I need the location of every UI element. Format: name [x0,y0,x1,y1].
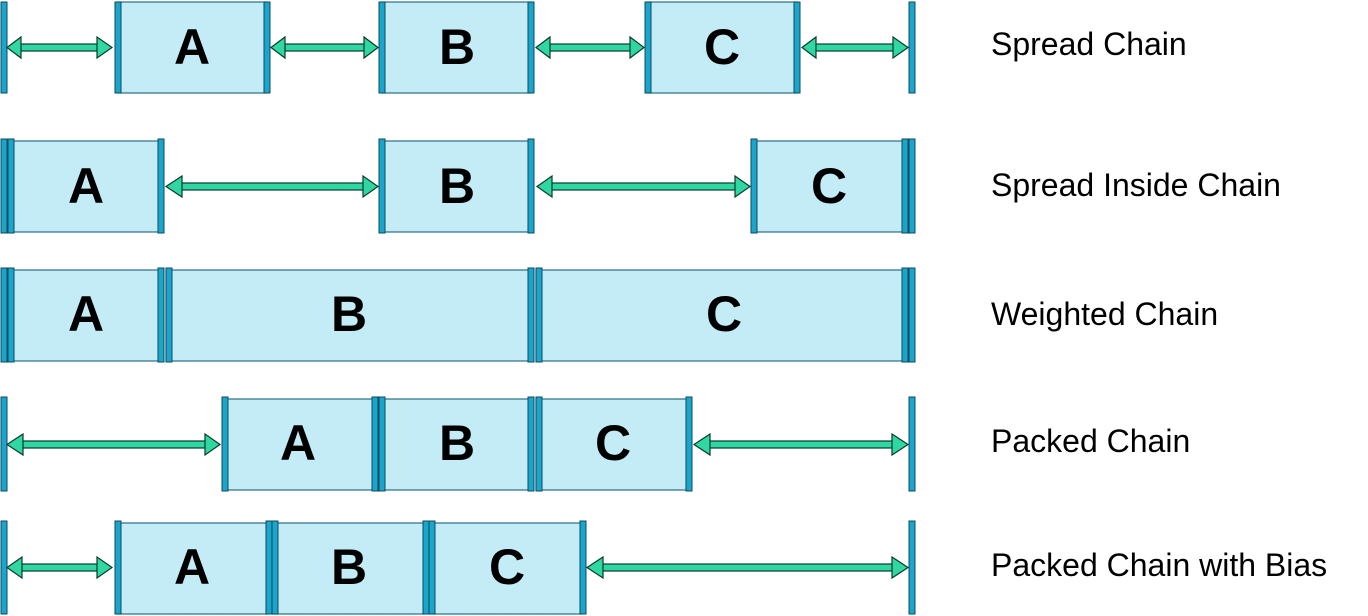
spacing-arrow [801,35,910,60]
widget-a: A [0,267,165,363]
widget-c: C [644,1,801,94]
widget-b: B [271,520,430,615]
widget-b: B [378,138,535,234]
widget-label: B [439,19,475,75]
widget-c: C [535,267,916,363]
widget-label: C [704,19,740,75]
row-spread-inside-chain: A B C Spread Inside Chain [0,138,1281,234]
row-label: Packed Chain [991,423,1190,459]
widget-c: C [750,138,916,234]
widget-label: C [706,286,742,342]
spacing-arrow [6,35,114,60]
widget-label: B [331,539,367,595]
spacing-arrow [585,555,910,580]
parent-edge-right [908,396,916,492]
parent-edge-right [908,520,916,615]
row-packed-chain: A B C Packed Chain [0,396,1190,492]
widget-c: C [428,520,587,615]
widget-b: B [165,267,535,363]
widget-a: A [114,1,271,94]
row-label: Spread Chain [991,26,1187,62]
row-weighted-chain: A B C Weighted Chain [0,267,1218,363]
widget-label: A [68,286,104,342]
widget-a: A [0,138,165,234]
widget-a: A [221,396,379,492]
widget-b: B [378,396,535,492]
widget-label: B [439,158,475,214]
widget-label: A [174,19,210,75]
row-label: Packed Chain with Bias [991,547,1327,583]
spacing-arrow [692,432,910,457]
widget-label: B [331,286,367,342]
row-spread-chain: A B C [0,1,1187,94]
row-label: Spread Inside Chain [991,167,1281,203]
spacing-arrow [270,35,379,60]
spacing-arrow [5,555,114,580]
spacing-arrow [5,432,222,457]
widget-b: B [378,1,535,94]
widget-a: A [114,520,273,615]
widget-c: C [535,396,693,492]
widget-label: B [439,415,475,471]
widget-label: C [811,158,847,214]
parent-edge-right [908,1,916,94]
widget-label: A [280,415,316,471]
parent-edge-left [0,396,8,492]
spacing-arrow [535,174,752,199]
widget-label: A [68,158,104,214]
row-label: Weighted Chain [991,296,1218,332]
spacing-arrow [164,174,380,199]
widget-label: A [174,539,210,595]
spacing-arrow [535,35,645,60]
row-packed-chain-with-bias: A B C Packed Chain with Bias [0,520,1327,615]
widget-label: C [595,415,631,471]
widget-label: C [489,539,525,595]
